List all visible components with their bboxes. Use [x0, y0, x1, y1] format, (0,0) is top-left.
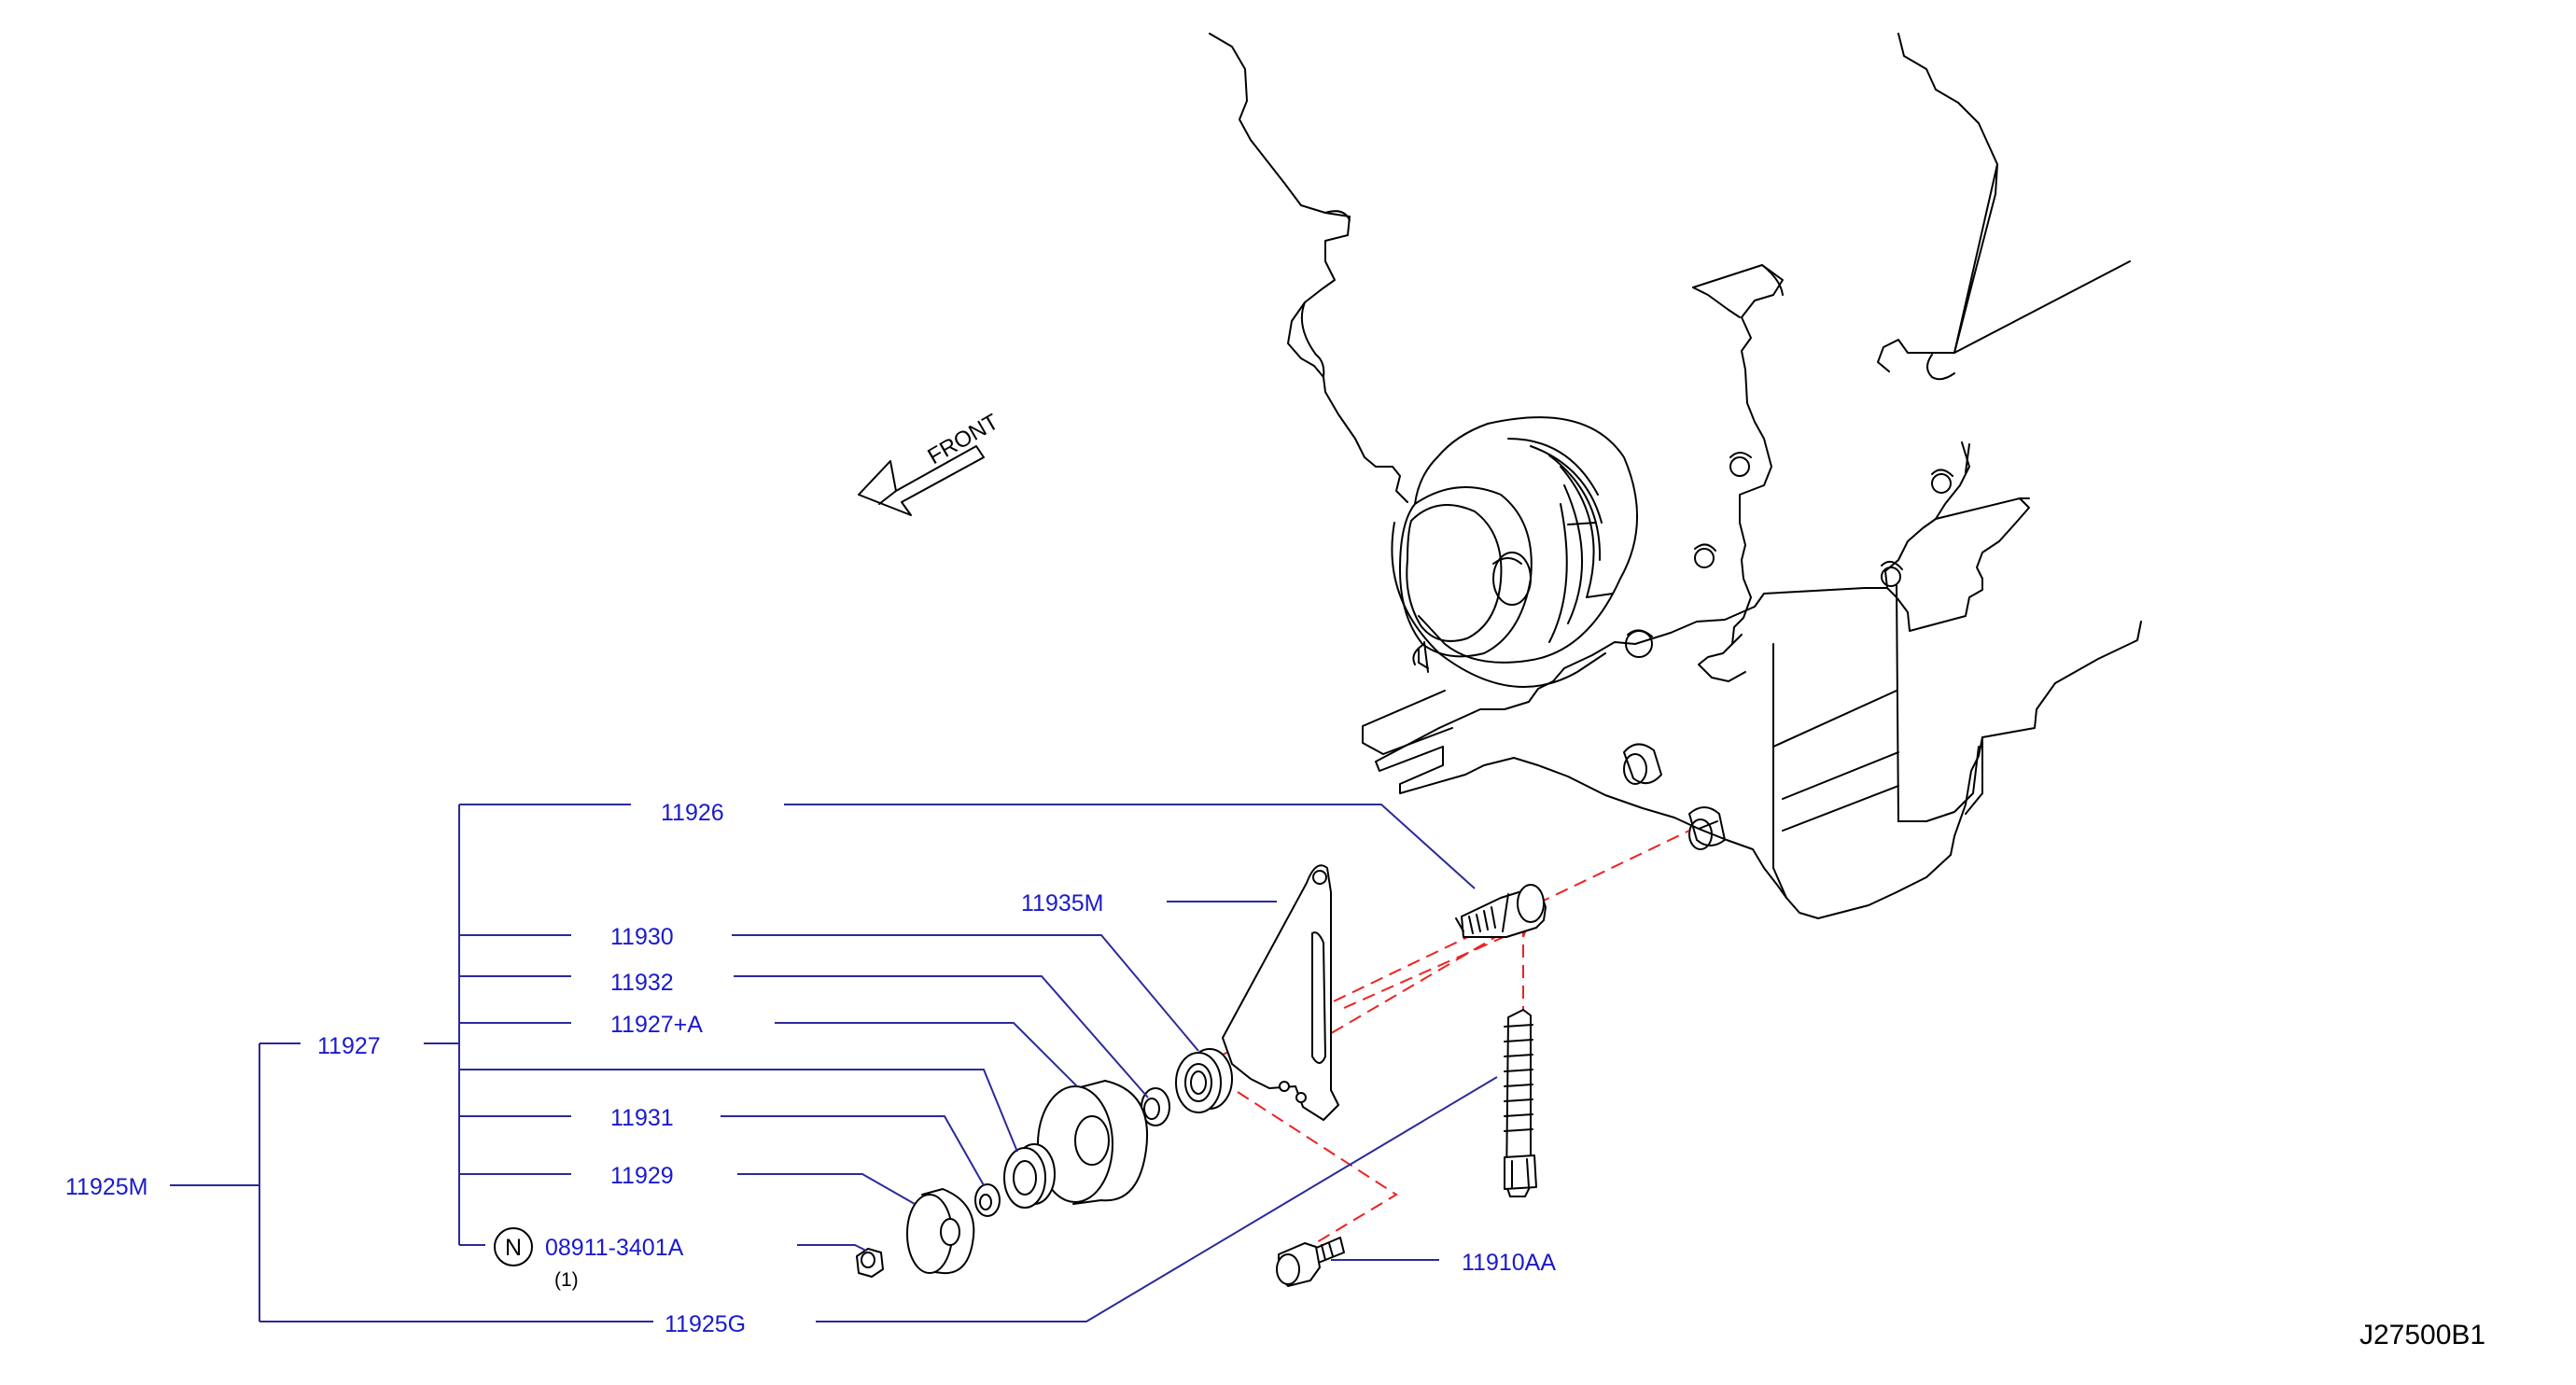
label-11925g[interactable]: 11925G	[665, 1311, 746, 1337]
label-11927[interactable]: 11927	[317, 1033, 381, 1059]
label-11910aa[interactable]: 11910AA	[1462, 1250, 1556, 1276]
label-08911-qty: (1)	[554, 1269, 579, 1291]
label-11932[interactable]: 11932	[610, 970, 674, 996]
leader-lines	[170, 804, 1498, 1322]
front-arrow-icon	[858, 445, 985, 516]
bearing-11931	[1003, 1143, 1056, 1209]
bearing-seal-11930	[1175, 1048, 1233, 1113]
bolt-11925g	[1504, 1009, 1537, 1197]
spacer-11932	[1141, 1087, 1170, 1126]
washer-11929	[906, 1188, 975, 1275]
bracket-11935m	[1222, 864, 1339, 1121]
front-label: FRONT	[924, 409, 1003, 469]
bolt-11910aa	[1276, 1237, 1345, 1287]
bolt-11926	[1455, 884, 1547, 938]
n-marker-letter: N	[505, 1235, 522, 1261]
nut-08911	[856, 1248, 884, 1278]
label-11926[interactable]: 11926	[661, 800, 724, 826]
n-circle-marker-icon	[494, 1227, 533, 1266]
spacer-11931b	[974, 1183, 1001, 1217]
diagram-id: J27500B1	[2359, 1320, 2485, 1350]
engine-block-illustration	[1209, 33, 2142, 919]
label-11930[interactable]: 11930	[610, 924, 674, 950]
label-11931[interactable]: 11931	[610, 1105, 674, 1131]
label-11925m[interactable]: 11925M	[65, 1174, 148, 1200]
label-11935m[interactable]: 11935M	[1021, 890, 1104, 916]
label-08911-3401a[interactable]: 08911-3401A	[545, 1235, 684, 1261]
label-11927a[interactable]: 11927+A	[610, 1012, 703, 1038]
label-11929[interactable]: 11929	[610, 1163, 674, 1189]
pulley-11927a	[1037, 1080, 1148, 1205]
